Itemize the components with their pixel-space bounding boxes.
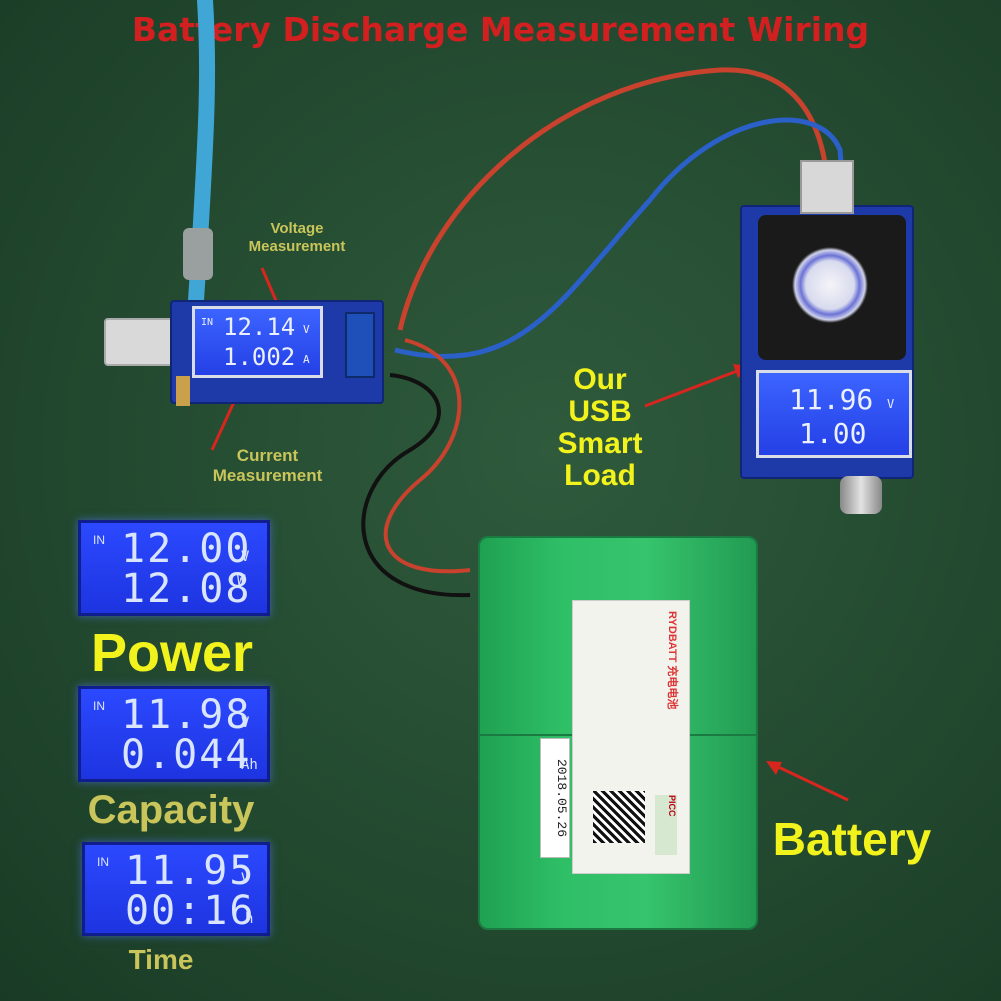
page-title: Battery Discharge Measurement Wiring (131, 10, 870, 49)
usb-cable-collar (183, 228, 213, 280)
lcd-time: IN 11.95 V 00:16 h (82, 842, 270, 936)
power-label: Power (90, 623, 254, 683)
load-current: 1.00 (799, 417, 867, 450)
arrow-battery (771, 762, 849, 802)
lcd-capacity-bottom-unit: Ah (241, 757, 258, 773)
potentiometer (176, 376, 190, 406)
arrow-load (644, 366, 746, 408)
voltage-measurement-label: Voltage Measurement (248, 220, 346, 255)
usb-plug (104, 318, 178, 366)
meter-in-label: IN (201, 317, 214, 328)
picc-mark: PICC (655, 795, 677, 855)
current-measurement-label: Current Measurement (212, 446, 323, 485)
battery-label-sticker: RYDBATT 充电电池 PICC (572, 600, 690, 874)
lcd-power: IN 12.00 V 12.08 W (78, 520, 270, 616)
lcd-power-bottom-unit: W (237, 573, 246, 589)
blue-wire-top (394, 117, 848, 359)
load-knob (840, 476, 882, 514)
lcd-capacity-bottom: 0.044 (121, 732, 252, 778)
lcd-time-bottom-unit: h (245, 911, 254, 927)
meter-voltage: 12.14 (223, 313, 296, 341)
lcd-capacity: IN 11.98 V 0.044 Ah (78, 686, 270, 782)
battery-date: 2018.05.26 (540, 738, 570, 858)
battery-brand: RYDBATT 充电电池 (666, 611, 678, 710)
usb-meter-screen: IN 12.14 V 1.002 A (192, 306, 323, 378)
cooling-fan (758, 215, 906, 360)
load-screen: 11.96 V 1.00 (756, 370, 912, 458)
usb-cable (188, 0, 216, 308)
lcd-time-in: IN (97, 855, 109, 869)
lcd-time-top-unit: V (241, 871, 250, 887)
lcd-time-bottom: 00:16 (125, 888, 256, 934)
capacity-label: Capacity (87, 788, 255, 832)
battery-label: Battery (772, 813, 932, 865)
meter-current-unit: A (303, 353, 310, 366)
lcd-power-bottom: 12.08 (121, 566, 252, 612)
meter-voltage-unit: V (303, 323, 310, 336)
load-voltage: 11.96 (789, 383, 874, 416)
lcd-capacity-in: IN (93, 699, 105, 713)
screw-terminal (345, 312, 375, 378)
battery-pack: RYDBATT 充电电池 PICC 2018.05.26 (478, 536, 758, 930)
load-usb-port (800, 160, 854, 214)
meter-current: 1.002 (223, 343, 296, 371)
time-label: Time (128, 944, 194, 975)
red-wire-top (397, 67, 831, 331)
qr-code (593, 791, 645, 843)
black-wire-battery (361, 373, 471, 598)
red-wire-battery (383, 338, 471, 574)
lcd-power-top-unit: V (241, 549, 250, 565)
usb-load-label: Our USB Smart Load (557, 363, 643, 492)
lcd-power-top: 12.00 (121, 526, 252, 572)
lcd-power-in: IN (93, 533, 105, 547)
fan-hub (792, 247, 868, 323)
lcd-time-top: 11.95 (125, 848, 256, 894)
load-voltage-unit: V (887, 397, 895, 411)
lcd-capacity-top-unit: V (241, 715, 250, 731)
lcd-capacity-top: 11.98 (121, 692, 252, 738)
